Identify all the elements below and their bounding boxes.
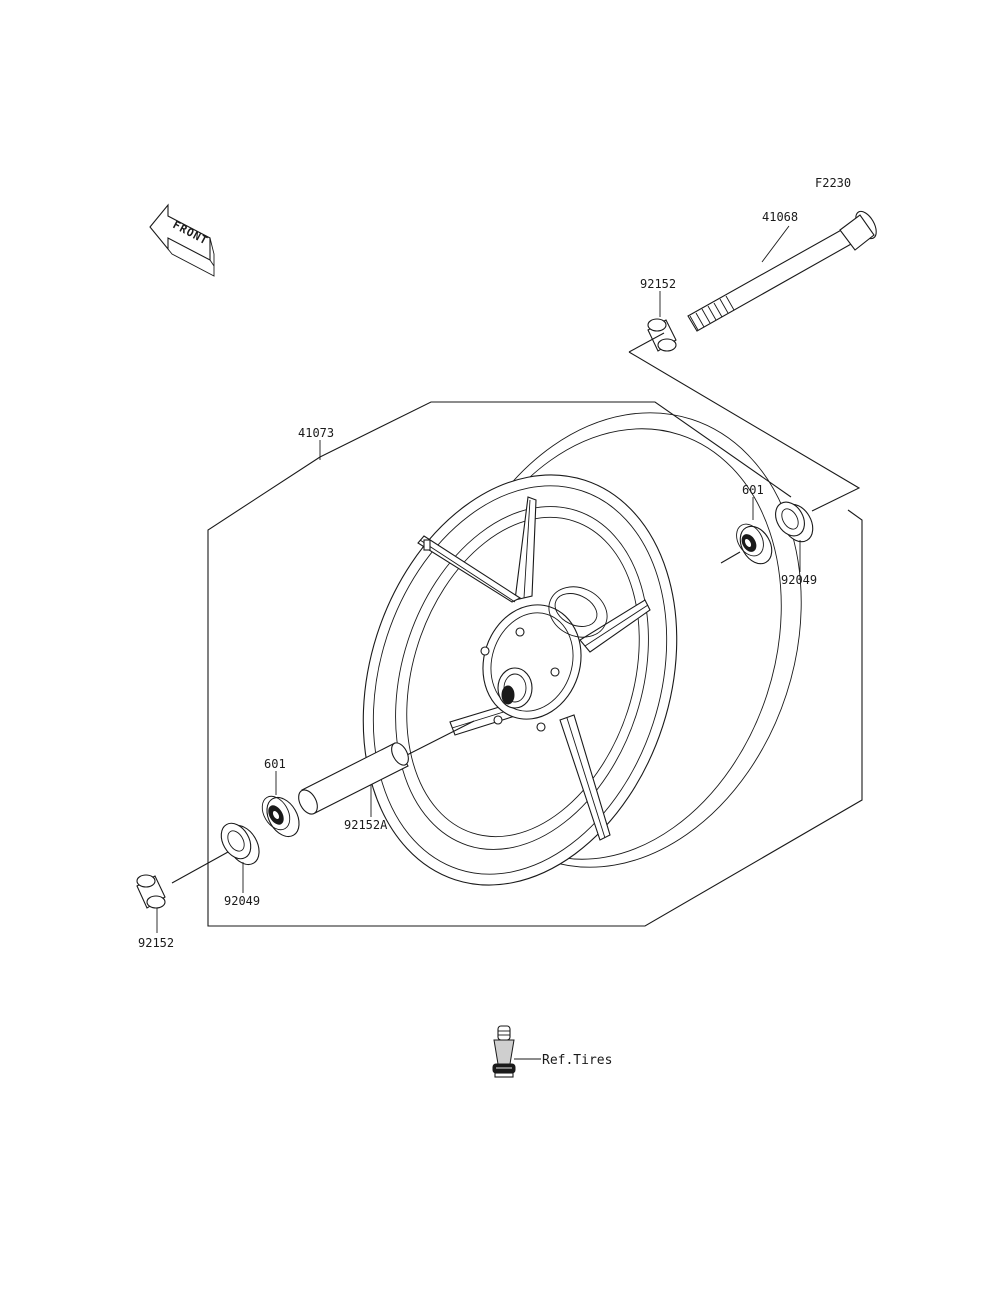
wheel-41073	[362, 412, 802, 886]
label-601-right: 601	[742, 483, 764, 497]
bearing-601-right	[736, 523, 773, 565]
collar-92152A	[298, 742, 409, 815]
collar-92152-top	[647, 318, 677, 352]
bearing-601-left	[261, 795, 300, 838]
axle-41068	[687, 210, 877, 332]
seal-92049-left	[220, 822, 260, 866]
label-41068: 41068	[762, 210, 798, 224]
front-arrow-icon: FRONT	[149, 203, 215, 277]
collar-92152-bottom	[136, 874, 166, 909]
label-92152-top: 92152	[640, 277, 676, 291]
label-92152A: 92152A	[344, 818, 388, 832]
air-valve-icon	[492, 1025, 516, 1078]
label-92049-right: 92049	[781, 573, 817, 587]
diagram-code: F2230	[815, 176, 851, 190]
label-92152-bottom: 92152	[138, 936, 174, 950]
seal-92049-right	[775, 501, 814, 543]
ref-tires-label: Ref.Tires	[542, 1053, 612, 1068]
label-601-left: 601	[264, 757, 286, 771]
label-41073: 41073	[298, 426, 334, 440]
label-92049-left: 92049	[224, 894, 260, 908]
